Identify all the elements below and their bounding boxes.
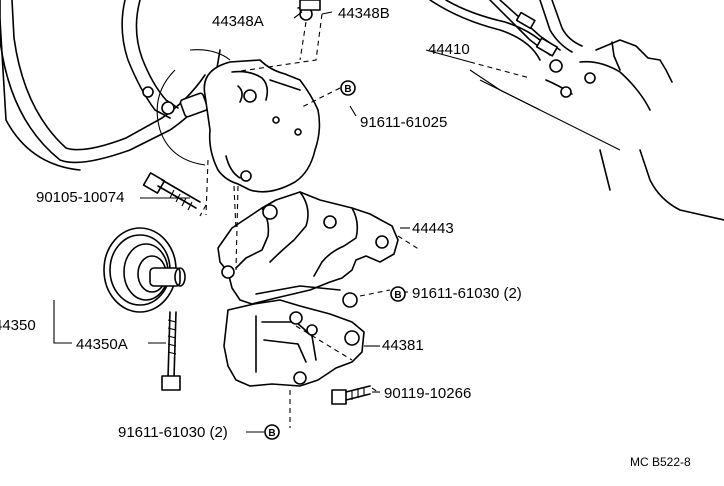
power-steering-pump xyxy=(203,59,321,193)
svg-text:B: B xyxy=(394,290,401,301)
label-44350a: 44350A xyxy=(76,336,128,353)
bolt-44350a xyxy=(161,311,181,391)
label-90105-10074: 90105-10074 xyxy=(36,189,124,206)
union-fitting xyxy=(297,0,321,21)
pressure-hose xyxy=(121,0,209,119)
label-44350: 44350 xyxy=(0,317,36,334)
drawing-code: MC B522-8 xyxy=(630,455,691,469)
marker-b-right: B xyxy=(390,286,406,302)
marker-b-left: B xyxy=(264,424,280,440)
label-44381: 44381 xyxy=(382,337,424,354)
bolt-90119-10266 xyxy=(331,385,371,405)
label-91611-61030-left: 91611-61030 (2) xyxy=(118,424,228,441)
label-90119-10266: 90119-10266 xyxy=(384,385,471,402)
label-91611-61025: 91611-61025 xyxy=(360,114,447,131)
svg-text:B: B xyxy=(344,84,351,95)
label-44348b: 44348B xyxy=(338,5,390,22)
marker-b-top: B xyxy=(340,80,356,96)
bolt-90105-10074 xyxy=(142,172,201,211)
lower-bracket xyxy=(223,299,365,387)
steering-gear-lines xyxy=(429,0,596,98)
label-44348a: 44348A xyxy=(212,13,264,30)
svg-text:B: B xyxy=(268,428,275,439)
label-44443: 44443 xyxy=(412,220,454,237)
steering-gear-housing xyxy=(469,39,724,221)
belt-housing xyxy=(0,0,221,171)
pulley xyxy=(103,227,186,313)
label-91611-61030-right: 91611-61030 (2) xyxy=(412,285,522,302)
upper-bracket xyxy=(217,191,399,308)
label-44410: 44410 xyxy=(428,41,470,58)
